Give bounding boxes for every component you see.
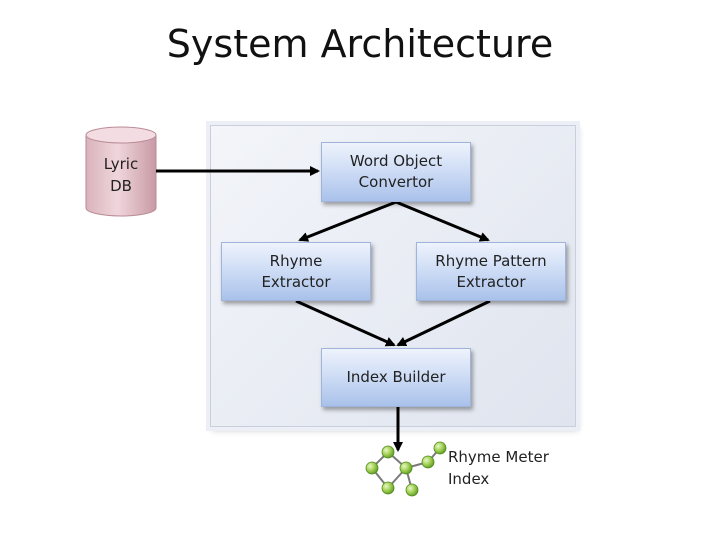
- rhyme-pattern-extractor-box: Rhyme Pattern Extractor: [416, 242, 566, 301]
- arrow-convertor-to-pattern-extractor: [395, 200, 490, 242]
- box-label-line: Extractor: [261, 272, 331, 291]
- lyric-db-label: Lyric DB: [86, 153, 156, 197]
- box-label-line: Rhyme Pattern: [435, 251, 547, 270]
- box-label-line: Convertor: [358, 173, 434, 191]
- page-title: System Architecture: [166, 22, 554, 66]
- box-label-line: Rhyme: [269, 251, 323, 270]
- word-object-convertor-box: Word Object Convertor: [321, 142, 471, 202]
- arrow-pattern-extractor-to-index-builder: [396, 299, 491, 347]
- box-label-line: Extractor: [456, 272, 526, 291]
- output-label-line: Index: [448, 470, 490, 488]
- index-builder-box: Index Builder: [321, 348, 471, 407]
- box-label-line: Word Object: [349, 152, 443, 170]
- lyric-db-label-line: Lyric: [103, 155, 139, 173]
- rhyme-extractor-box: Rhyme Extractor: [221, 242, 371, 301]
- arrow-rhyme-extractor-to-index-builder: [295, 299, 396, 347]
- lyric-db-cylinder: [85, 126, 157, 217]
- rhyme-meter-index-label: Rhyme Meter Index: [448, 446, 549, 490]
- arrow-convertor-to-rhyme-extractor: [298, 200, 397, 242]
- lyric-db-label-line: DB: [110, 177, 132, 195]
- tree-network-icon: [365, 441, 447, 497]
- box-label-line: Index Builder: [346, 368, 446, 386]
- output-label-line: Rhyme Meter: [448, 448, 549, 466]
